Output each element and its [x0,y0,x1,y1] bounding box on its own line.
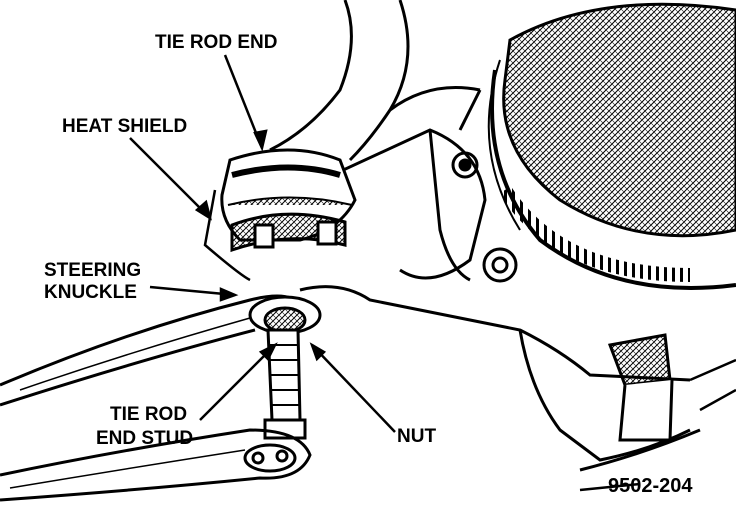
leader-lines [129,54,641,492]
wrench-tool [0,428,312,502]
label-tie-rod-end-stud-line2: END STUD [96,428,193,449]
upper-control-arm [269,0,482,162]
leader-nut [311,344,396,433]
label-tie-rod-end: TIE ROD END [155,32,277,53]
label-steering-knuckle-line2: KNUCKLE [44,282,137,303]
label-steering-knuckle-line1: STEERING [44,260,141,281]
arrow-tie-rod-end [253,129,268,152]
arrow-tie-rod-end-stud [258,342,278,362]
tie-rod-end-assembly [203,148,357,282]
tie-rod-end-stud [263,328,307,440]
lower-bracket [579,333,736,472]
arrow-nut [309,342,327,362]
tie-rod-arm [0,294,322,407]
figure-number: 9502-204 [608,475,693,497]
label-heat-shield: HEAT SHIELD [62,116,187,137]
label-nut: NUT [397,426,436,447]
leader-figure-number [579,482,641,492]
leader-heat-shield [129,137,211,219]
steering-knuckle-body [238,128,691,462]
label-tie-rod-end-stud-line1: TIE ROD [110,404,187,425]
brake-rotor-hub [487,2,736,290]
arrow-steering-knuckle [219,287,239,302]
arrow-heat-shield [194,199,212,221]
leader-tie-rod-end-stud [199,344,276,421]
